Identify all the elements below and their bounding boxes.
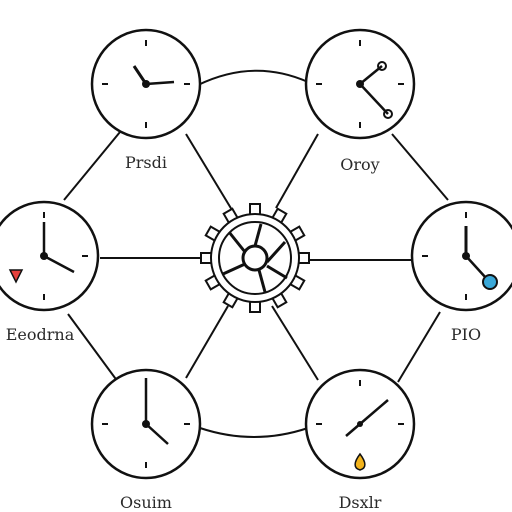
node-label-bottom-left: Osuim bbox=[120, 493, 172, 512]
connector-center-bottomright bbox=[271, 305, 319, 381]
clock-icon bbox=[0, 200, 100, 312]
node-label-top-left: Prsdi bbox=[125, 153, 167, 172]
connector-center-topleft bbox=[185, 133, 233, 211]
connector-center-topright bbox=[275, 133, 319, 209]
node-label-top-right: Oroy bbox=[340, 155, 379, 174]
node-bottom-right: Dsxlr bbox=[304, 368, 416, 512]
connectors bbox=[63, 69, 449, 438]
clock-icon bbox=[304, 28, 416, 140]
clock-icon bbox=[410, 200, 512, 312]
node-label-left: Eeodrna bbox=[6, 325, 75, 344]
connector-center-bottomleft bbox=[185, 305, 229, 379]
connector-right-top bbox=[391, 133, 449, 201]
red-triangle-icon bbox=[8, 269, 24, 284]
gear-icon bbox=[200, 203, 310, 313]
yellow-drop-icon bbox=[354, 452, 366, 471]
node-right: PIO bbox=[410, 200, 512, 344]
clock-icon bbox=[304, 368, 416, 480]
connector-bottom-arc bbox=[199, 427, 309, 438]
connector-left-top bbox=[63, 131, 121, 201]
node-left: Eeodrna bbox=[0, 200, 100, 344]
node-label-bottom-right: Dsxlr bbox=[339, 493, 382, 512]
node-bottom-left: Osuim bbox=[90, 368, 202, 512]
clock-icon bbox=[90, 28, 202, 140]
connector-top-arc bbox=[197, 69, 309, 86]
blue-dot-icon bbox=[482, 274, 498, 290]
node-top-left: Prsdi bbox=[90, 28, 202, 172]
connector-left-bottom bbox=[67, 313, 119, 383]
node-top-right: Oroy bbox=[304, 28, 416, 174]
node-label-right: PIO bbox=[451, 325, 481, 344]
connector-right-bottom bbox=[397, 311, 441, 383]
clock-icon bbox=[90, 368, 202, 480]
